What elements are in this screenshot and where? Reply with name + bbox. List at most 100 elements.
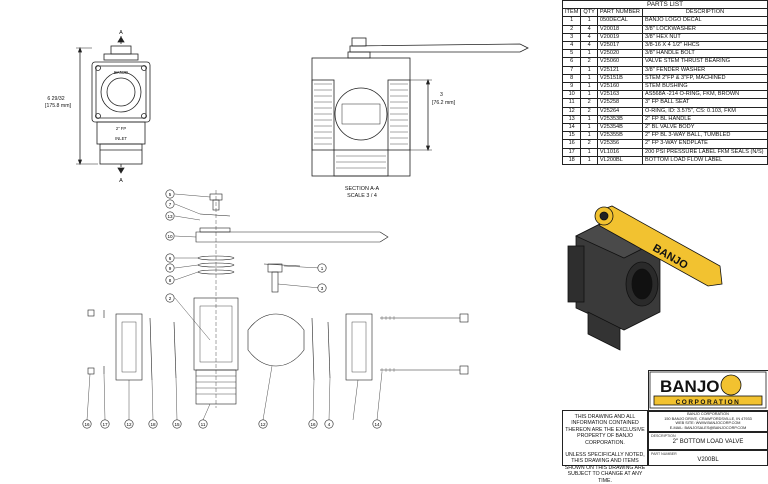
section-mark-bottom: A: [119, 178, 123, 184]
height-dim: 6 29/32: [47, 96, 64, 102]
item-cell: 16: [561, 139, 582, 149]
ownership-notice: THIS DRAWING AND ALL INFORMATION CONTAIN…: [562, 410, 648, 484]
qty-cell: 1: [580, 147, 598, 157]
description-cell: 2" FP BL 3-WAY BALL, TUMBLED: [641, 131, 768, 141]
balloon-label: 2: [169, 296, 172, 301]
balloon-item: 10: [165, 231, 175, 241]
svg-text:BANJO: BANJO: [651, 242, 691, 272]
qty-cell: 1: [580, 82, 598, 92]
balloon-item: 14: [372, 419, 382, 429]
qty-cell: 1: [580, 49, 598, 59]
balloon-item: 16: [308, 419, 318, 429]
parts-list-table: PARTS LIST ITEM QTY PART NUMBER DESCRIPT…: [561, 0, 768, 166]
height-dim-mm: [175.8 mm]: [45, 103, 72, 109]
description-cell: 3/8" HEX NUT: [641, 32, 768, 43]
section-dim: 3: [440, 92, 443, 98]
company-web: WEB SITE: WWW.BANJOCORP.COM: [675, 421, 741, 426]
part-number-label: PART NUMBER: [651, 452, 677, 456]
part-number-cell: VL200BL: [596, 155, 643, 166]
part-number-cell: V25356: [596, 139, 643, 149]
description-cell: 3/8" HANDLE BOLT: [641, 49, 768, 59]
front-view: [76, 36, 151, 174]
balloon-item: 7: [165, 199, 175, 209]
item-cell: 13: [561, 114, 582, 125]
col-qty: QTY: [580, 8, 598, 18]
balloon-item: 12: [124, 419, 134, 429]
description-cell: 3" FP BALL SEAT: [641, 98, 768, 108]
qty-cell: 1: [580, 90, 598, 100]
balloon-item: 12: [258, 419, 268, 429]
exploded-view: [86, 190, 469, 421]
item-cell: 4: [561, 41, 582, 51]
outlet-label: 2" FP: [116, 126, 127, 131]
description-cell: BANJO LOGO DECAL: [641, 16, 768, 26]
balloon-label: 8: [169, 278, 172, 283]
balloon-label: 16: [84, 422, 90, 427]
item-cell: 5: [561, 49, 582, 59]
description-cell: 2" FP 3-WAY ENDPLATE: [641, 139, 768, 149]
part-number-cell: V25151B: [596, 73, 643, 84]
section-mark-top: A: [119, 30, 123, 36]
balloon-label: 1: [321, 266, 324, 271]
qty-cell: 1: [580, 65, 598, 75]
description-box: DESCRIPTION 2" BOTTOM LOAD VALVE: [648, 432, 768, 450]
description-cell: 2" BL VALVE BODY: [641, 123, 768, 133]
description-label: DESCRIPTION: [651, 434, 676, 438]
item-cell: 7: [561, 65, 582, 75]
inlet-label: INLET: [115, 136, 127, 141]
qty-cell: 2: [580, 57, 598, 67]
description-cell: AS568A -214 O-RING, FKM, BROWN: [641, 90, 768, 100]
balloon-item: 17: [100, 419, 110, 429]
company-address: 150 BANJO DRIVE, CRAWFORDSVILLE, IN 4793…: [664, 416, 752, 421]
balloon-label: 10: [167, 234, 173, 239]
item-cell: 15: [561, 131, 582, 141]
item-cell: 10: [561, 90, 582, 100]
balloon-item: 3: [317, 283, 327, 293]
balloon-item: 11: [198, 419, 208, 429]
qty-cell: 4: [580, 32, 598, 43]
balloon-item: 15: [172, 419, 182, 429]
qty-cell: 2: [580, 98, 598, 108]
part-number-cell: V25017: [596, 41, 643, 51]
balloon-item: 4: [324, 419, 334, 429]
section-dim-mm: [76.2 mm]: [432, 100, 456, 106]
item-cell: 1: [561, 16, 582, 26]
part-number-cell: VL1016: [596, 147, 643, 157]
balloon-label: 7: [169, 202, 172, 207]
part-number-cell: V25354B: [596, 123, 643, 133]
balloon-item: 5: [165, 189, 175, 199]
balloon-label: 5: [169, 192, 172, 197]
qty-cell: 2: [580, 106, 598, 116]
description-cell: STEM BUSHING: [641, 82, 768, 92]
item-cell: 3: [561, 32, 582, 43]
col-item: ITEM: [561, 8, 582, 18]
balloon-label: 6: [169, 256, 172, 261]
part-number-value: V200BL: [697, 457, 719, 464]
item-cell: 17: [561, 147, 582, 157]
section-scale: SCALE 3 / 4: [347, 193, 377, 199]
balloon-label: 17: [102, 422, 108, 427]
balloon-item: 8: [165, 275, 175, 285]
item-cell: 14: [561, 123, 582, 133]
part-number-cell: V25264: [596, 106, 643, 116]
part-number-cell: V25121: [596, 65, 643, 75]
balloon-item: 16: [82, 419, 92, 429]
item-cell: 9: [561, 82, 582, 92]
description-cell: 2" FP BL HANDLE: [641, 114, 768, 125]
balloon-label: 3: [321, 286, 324, 291]
